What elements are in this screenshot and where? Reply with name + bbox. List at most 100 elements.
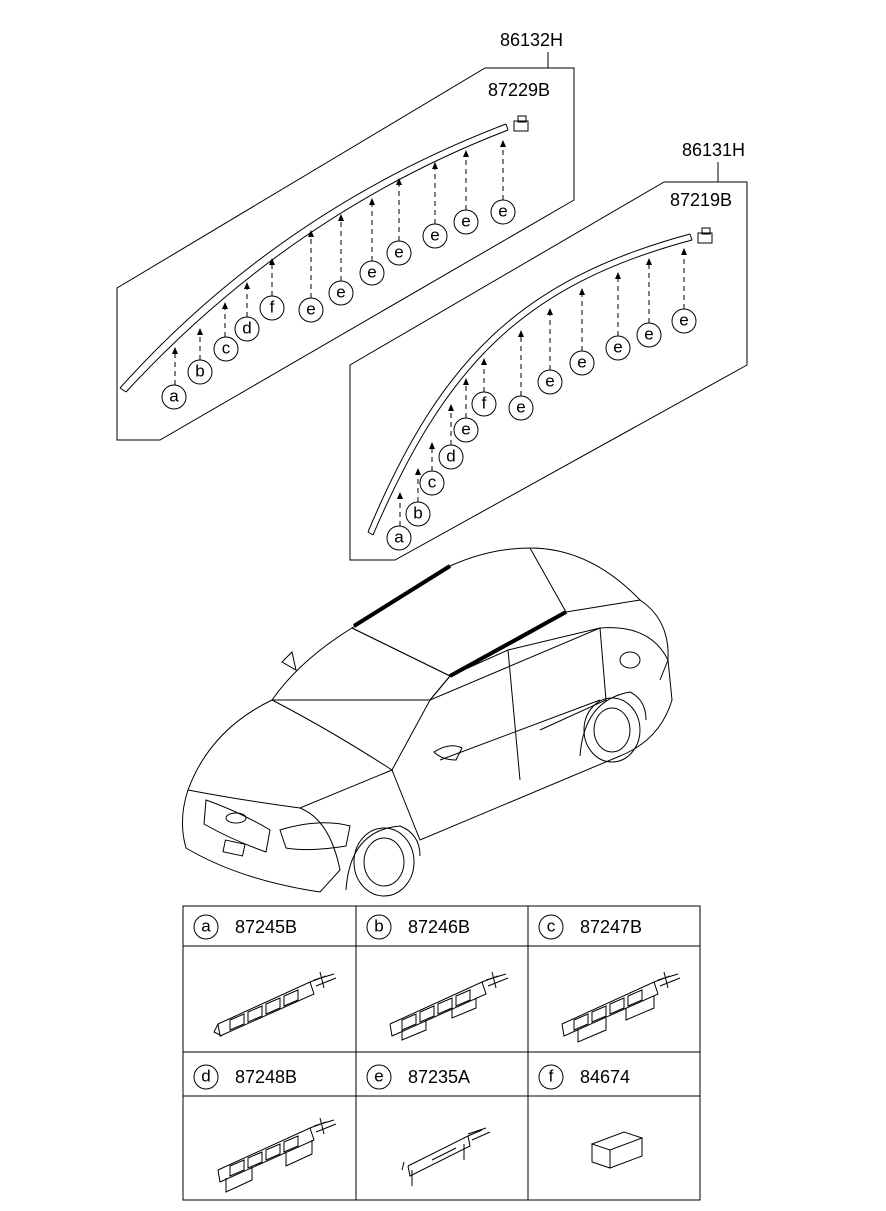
arrow-head-icon (222, 302, 228, 309)
callout-letter: e (516, 398, 525, 417)
clip-drawing-d (217, 1117, 337, 1193)
arrow-head-icon (547, 308, 553, 315)
car-illustration (182, 547, 673, 897)
arrow-head-icon (579, 288, 585, 295)
callout-letter: e (613, 338, 622, 357)
arrow-head-icon (518, 330, 524, 337)
legend-entry-e: e 87235A (366, 1064, 470, 1090)
callout-e: e (490, 140, 516, 225)
callout-circle (490, 199, 516, 225)
callout-e: e (453, 378, 479, 443)
legend-part-number: 87235A (408, 1067, 470, 1087)
callout-e: e (508, 330, 534, 421)
callout-letter: e (644, 325, 653, 344)
arrow-head-icon (448, 404, 454, 411)
callout-d: d (438, 404, 464, 470)
callout-circle (386, 240, 412, 266)
callout-e: e (569, 288, 595, 376)
roof-molding-strip (367, 233, 693, 536)
callout-circle (471, 391, 497, 417)
clip-drawing-c (561, 971, 681, 1043)
callout-circle (187, 359, 213, 385)
callout-letter: e (545, 372, 554, 391)
callout-letter: e (306, 300, 315, 319)
callout-circle (359, 260, 385, 286)
assembly-part-number: 86132H (500, 30, 563, 50)
callout-letter: a (394, 528, 404, 547)
legend-part-number: 84674 (580, 1067, 630, 1087)
callout-e: e (386, 178, 412, 266)
callout-e: e (422, 162, 448, 249)
arrow-head-icon (415, 468, 421, 475)
callout-letter: e (577, 353, 586, 372)
callout-circle (386, 525, 412, 551)
callout-circle (636, 322, 662, 348)
callout-letter: b (195, 362, 204, 381)
callout-letter: f (270, 298, 275, 317)
callout-b: b (405, 468, 431, 527)
callout-c: c (213, 302, 239, 362)
legend-letter: d (201, 1067, 210, 1086)
legend-entry-b: b 87246B (366, 914, 470, 940)
callout-letter: e (367, 263, 376, 282)
clip-part-number: 87229B (488, 80, 550, 100)
callout-circle (569, 350, 595, 376)
legend-letter: f (549, 1067, 554, 1086)
legend-letter: b (374, 917, 383, 936)
arrow-head-icon (481, 358, 487, 365)
arrow-head-icon (397, 492, 403, 499)
arrow-head-icon (338, 214, 344, 221)
legend-letter-circle (193, 914, 219, 940)
clip-drawing-b (389, 971, 509, 1041)
callout-circle (328, 280, 354, 306)
callout-circle (453, 209, 479, 235)
callout-circle (298, 297, 324, 323)
callout-e: e (537, 308, 563, 395)
callout-letter: d (446, 447, 455, 466)
callout-letter: f (482, 394, 487, 413)
callout-circle (259, 295, 285, 321)
legend-letter: c (547, 917, 556, 936)
arrow-head-icon (615, 272, 621, 279)
callout-e: e (636, 258, 662, 348)
callout-circle (422, 223, 448, 249)
legend-part-number: 87246B (408, 917, 470, 937)
roof-molding-strip (119, 123, 509, 393)
arrow-head-icon (681, 248, 687, 255)
callout-letter: e (498, 202, 507, 221)
arrow-head-icon (308, 230, 314, 237)
clip-drawing-e (401, 1127, 491, 1186)
arrow-head-icon (463, 150, 469, 157)
assembly-outline (116, 67, 575, 441)
callout-letter: c (222, 339, 231, 358)
legend-letter: e (374, 1067, 383, 1086)
end-clip-icon (697, 227, 713, 244)
assembly-part-number: 86131H (682, 140, 745, 160)
arrow-head-icon (244, 282, 250, 289)
callout-letter: e (679, 311, 688, 330)
callout-d: d (234, 282, 260, 342)
end-clip-icon (513, 115, 529, 132)
legend-letter-circle (538, 914, 564, 940)
arrow-head-icon (429, 442, 435, 449)
legend-letter-circle (366, 914, 392, 940)
callout-letter: c (428, 473, 437, 492)
legend-letter-circle (193, 1064, 219, 1090)
callout-circle (537, 369, 563, 395)
callout-letter: e (430, 226, 439, 245)
callout-a: a (386, 492, 412, 551)
callout-e: e (605, 272, 631, 361)
callout-letter: e (336, 283, 345, 302)
callout-letter: e (394, 243, 403, 262)
arrow-head-icon (432, 162, 438, 169)
callout-c: c (419, 442, 445, 496)
legend-part-number: 87247B (580, 917, 642, 937)
assembly-outline (349, 181, 748, 561)
foam-pad-drawing-f (590, 1131, 644, 1169)
arrow-head-icon (172, 347, 178, 354)
